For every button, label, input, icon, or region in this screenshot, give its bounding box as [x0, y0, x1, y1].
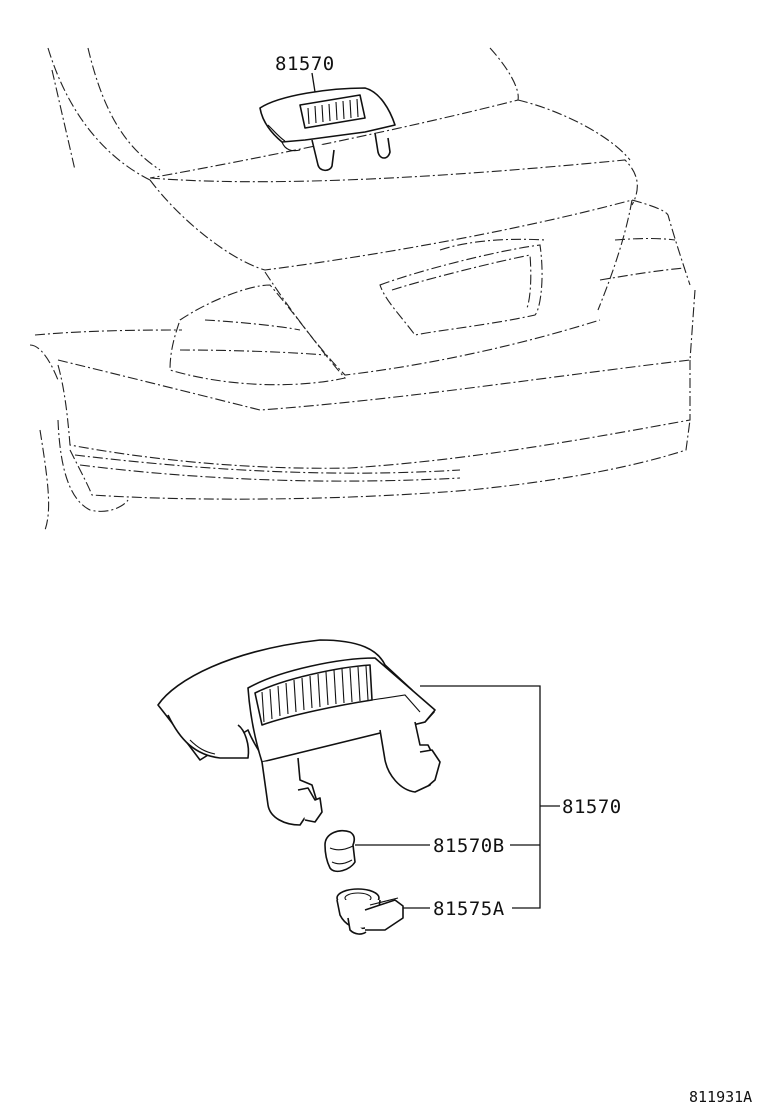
label-bulb: 81570B — [433, 835, 505, 857]
high-mount-stop-lamp — [157, 639, 441, 826]
leader-lines — [311, 72, 560, 909]
car-rear-outline — [29, 47, 696, 531]
label-assembly: 81570 — [562, 796, 622, 818]
label-top-part: 81570 — [275, 53, 335, 75]
label-socket: 81575A — [433, 898, 505, 920]
brake-lamp-on-car — [259, 87, 396, 172]
socket — [336, 888, 404, 935]
bulb — [324, 829, 356, 873]
figure-id: 811931A — [689, 1088, 752, 1106]
